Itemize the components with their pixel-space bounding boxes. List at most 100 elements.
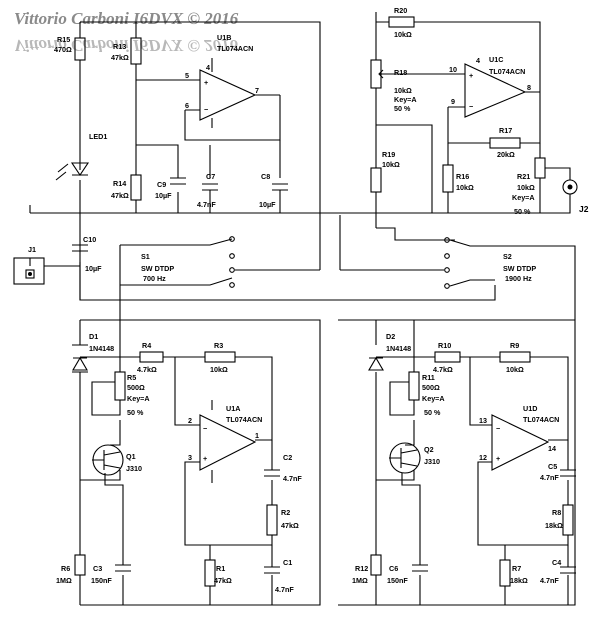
u1b-pin6: 6 — [185, 101, 189, 110]
led1-label: LED1 — [89, 132, 107, 141]
q2-value: J310 — [424, 457, 440, 466]
r7-resistor — [499, 559, 511, 587]
r5-label: R5 — [127, 373, 136, 382]
r21-value: 10kΩ — [517, 183, 535, 192]
r1-resistor — [204, 559, 216, 587]
r6-resistor — [74, 554, 86, 576]
r7-value: 18kΩ — [510, 576, 528, 585]
r12-value: 1MΩ — [352, 576, 368, 585]
r21-label: R21 — [517, 172, 530, 181]
u1d-minus: − — [496, 424, 500, 433]
r9-value: 10kΩ — [506, 365, 524, 374]
c6-value: 150nF — [387, 576, 408, 585]
r19-label: R19 — [382, 150, 395, 159]
r13-label: R13 — [113, 42, 126, 51]
j1-label: J1 — [28, 245, 36, 254]
s1-label: S1 — [141, 252, 150, 261]
r15-resistor — [74, 37, 86, 61]
r17-resistor — [489, 137, 521, 149]
u1a-minus: − — [203, 424, 207, 433]
r3-value: 10kΩ — [210, 365, 228, 374]
s1-pole-b — [120, 277, 233, 286]
led1-arrows — [55, 163, 69, 181]
switch-section: J1 C10 10µF S1 SW DTDP 700 Hz S2 SW DTDP… — [13, 215, 576, 320]
r13-value: 47kΩ — [111, 53, 129, 62]
c8-label: C8 — [261, 172, 270, 181]
r19-value: 10kΩ — [382, 160, 400, 169]
u1d-opamp — [491, 414, 550, 471]
r8-resistor — [562, 504, 574, 536]
u1d-value: TL074ACN — [523, 415, 559, 424]
c1-capacitor — [264, 566, 280, 574]
j2-label: J2 — [579, 204, 589, 214]
r20-label: R20 — [394, 6, 407, 15]
u1a-plus: + — [203, 454, 207, 463]
u1d-pin14: 14 — [548, 444, 556, 453]
r8-value: 18kΩ — [545, 521, 563, 530]
r18-key: Key=A — [394, 95, 417, 104]
u1c-pin9: 9 — [451, 97, 455, 106]
s1-frequency: 700 Hz — [143, 274, 166, 283]
r6-value: 1MΩ — [56, 576, 72, 585]
r7-label: R7 — [512, 564, 521, 573]
r11-potentiometer — [408, 371, 420, 401]
r20-value: 10kΩ — [394, 30, 412, 39]
j1-jack — [13, 257, 45, 285]
u1d-label: U1D — [523, 404, 537, 413]
s1-value: SW DTDP — [141, 264, 174, 273]
c3-capacitor — [115, 564, 131, 572]
d2-diode — [368, 356, 384, 371]
r21-key: Key=A — [512, 193, 535, 202]
r16-value: 10kΩ — [456, 183, 474, 192]
u1a-section: D1 1N4148 R4 4.7kΩ R3 10kΩ R5 500Ω Key=A… — [56, 319, 321, 606]
d2-label: D2 — [386, 332, 395, 341]
q1-value: J310 — [126, 464, 142, 473]
r11-percent: 50 % — [424, 408, 441, 417]
c10-capacitor — [72, 244, 88, 252]
c4-value: 4.7nF — [540, 576, 559, 585]
r2-resistor — [266, 504, 278, 536]
d2-value: 1N4148 — [386, 344, 411, 353]
c7-label: C7 — [206, 172, 215, 181]
r14-resistor — [130, 174, 142, 201]
u1a-pin3: 3 — [188, 453, 192, 462]
u1c-label: U1C — [489, 55, 503, 64]
r3-resistor — [204, 351, 236, 363]
d1-value: 1N4148 — [89, 344, 114, 353]
u1b-section: R15 470Ω R13 47kΩ LED1 R14 47kΩ C9 10µF … — [29, 21, 321, 300]
r8-label: R8 — [552, 508, 561, 517]
u1a-label: U1A — [226, 404, 240, 413]
r5-value: 500Ω — [127, 383, 145, 392]
u1b-pin7: 7 — [255, 86, 259, 95]
c8-capacitor — [272, 183, 288, 191]
r12-resistor — [370, 554, 382, 576]
c8-value: 10µF — [259, 200, 276, 209]
c9-value: 10µF — [155, 191, 172, 200]
c4-capacitor — [560, 566, 576, 574]
r5-key: Key=A — [127, 394, 150, 403]
s2-frequency: 1900 Hz — [505, 274, 532, 283]
c9-capacitor — [170, 177, 186, 185]
r18-percent: 50 % — [394, 104, 411, 113]
u1c-minus: − — [469, 102, 473, 111]
r16-resistor — [442, 164, 454, 193]
c3-label: C3 — [93, 564, 102, 573]
d1-diode — [72, 344, 88, 373]
r3-label: R3 — [214, 341, 223, 350]
r15-value: 470Ω — [54, 45, 72, 54]
u1c-pin8: 8 — [527, 83, 531, 92]
r17-value: 20kΩ — [497, 150, 515, 159]
watermark-mirror: Vittorio Carboni I6DVX © 2016 — [14, 36, 239, 55]
r4-label: R4 — [142, 341, 151, 350]
r19-resistor — [370, 167, 382, 193]
s2-pole-a — [449, 239, 576, 320]
r18-label: R18 — [394, 68, 407, 77]
r21-percent: 50 % — [514, 207, 531, 216]
c1-value: 4.7nF — [275, 585, 294, 594]
r5-potentiometer — [114, 371, 126, 401]
u1d-pin12: 12 — [479, 453, 487, 462]
r9-resistor — [499, 351, 531, 363]
u1b-pin5: 5 — [185, 71, 189, 80]
s2-value: SW DTDP — [503, 264, 536, 273]
